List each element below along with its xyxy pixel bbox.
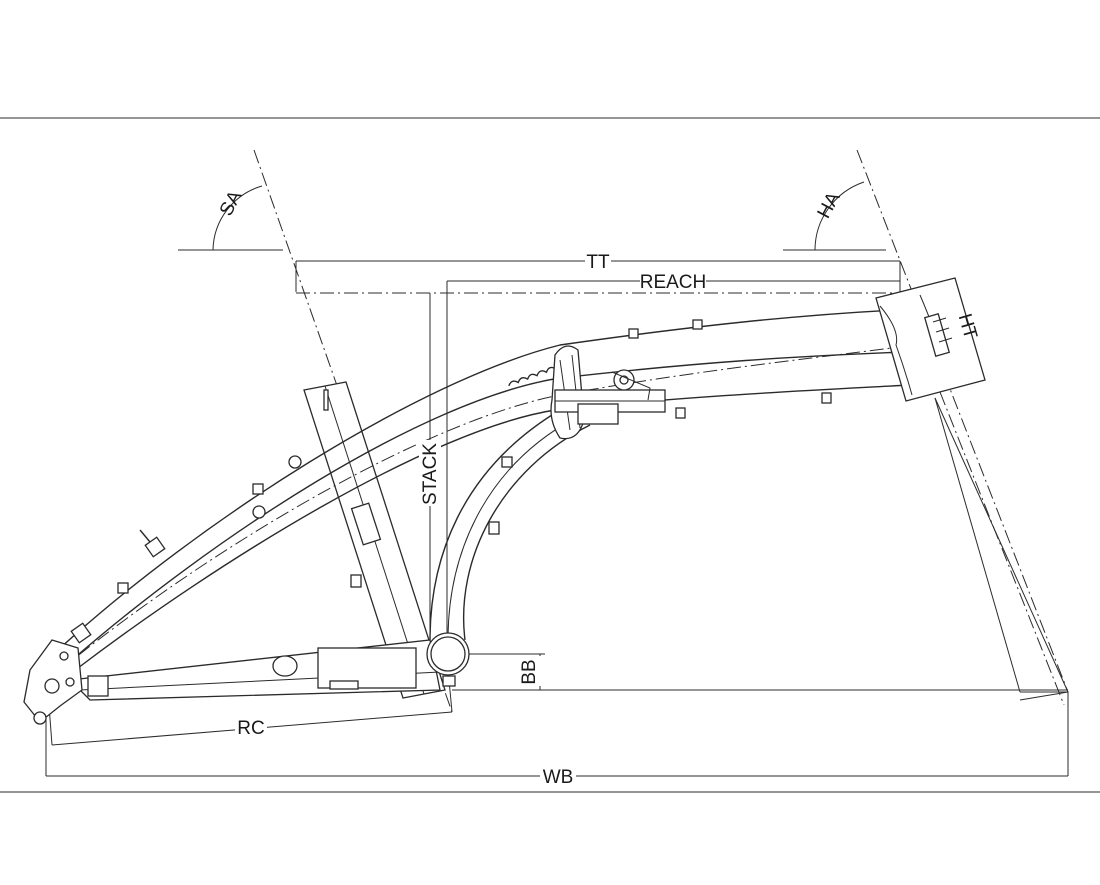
lower-tube-boss-2 <box>821 392 832 404</box>
rear-axle <box>44 678 60 694</box>
seat-tube-boss <box>350 574 362 588</box>
badge-line-3 <box>938 337 953 343</box>
lower-tube-boss-1 <box>675 407 686 419</box>
ha-label: HA <box>814 189 845 222</box>
chain-stay-tab <box>329 680 359 690</box>
reach-label: REACH <box>640 272 707 293</box>
frame <box>23 277 986 725</box>
badge-line-2 <box>935 327 950 333</box>
sa-label: SA <box>216 187 247 220</box>
stack-label-bg <box>419 440 441 506</box>
seat-stay-cap <box>70 622 92 644</box>
hinge-clamp-block <box>577 403 619 425</box>
dropout-hole-1 <box>59 651 69 661</box>
top-tube-lower-outer <box>77 384 911 669</box>
derailleur-hanger-bolt <box>33 711 47 725</box>
top-tube-bolt-1 <box>252 505 266 519</box>
top-tube-boss-1 <box>117 582 129 594</box>
down-tube-right-edge <box>463 424 591 641</box>
rc-label: RC <box>237 718 264 739</box>
dropout-hole-2 <box>65 677 75 687</box>
down-tube-boss-2 <box>488 521 500 535</box>
top-tube-bolt-2 <box>288 455 302 469</box>
brake-post <box>144 536 166 558</box>
head-axis-line <box>856 149 1069 693</box>
tt-label: TT <box>586 252 610 273</box>
bb-label: BB <box>519 659 540 684</box>
fork-dropout-line <box>1019 691 1069 701</box>
rc-label-bg <box>235 716 267 738</box>
wb-label-bg <box>540 766 576 786</box>
fork-line-rear <box>934 397 1021 693</box>
stack-label: STACK <box>420 443 441 505</box>
tt-label-bg <box>585 251 611 271</box>
dimension-labels: TT REACH SA HA HT STACK BB RC WB <box>216 187 981 788</box>
badge-line-1 <box>932 317 947 323</box>
seat-tube-mark <box>323 389 329 411</box>
chain-stay-bridge <box>272 655 298 677</box>
top-tube-boss-3 <box>628 328 639 339</box>
top-tube-upper-edge <box>57 309 896 651</box>
fork-line-front <box>934 397 1069 693</box>
bottom-bracket-inner <box>430 636 466 672</box>
head-tube-badge <box>923 313 951 357</box>
top-tube-boss-2 <box>252 483 264 495</box>
hinge-lever <box>611 371 651 401</box>
top-tube-boss-4 <box>692 319 703 330</box>
sa-arc <box>212 185 263 251</box>
bb-label-bg <box>529 656 551 686</box>
dropout-junction <box>87 675 109 697</box>
bottom-bracket-cable-guide <box>442 675 456 687</box>
wb-label: WB <box>543 767 574 788</box>
top-tube-axis <box>59 344 916 671</box>
reach-label-bg <box>640 271 706 291</box>
top-tube-lower-edge <box>71 351 906 661</box>
fork-axis-line <box>939 391 1065 706</box>
head-tube-weld-front <box>879 305 913 396</box>
down-tube-left-edge <box>429 409 561 641</box>
seat-tube-slot <box>350 502 382 546</box>
down-tube-boss-1 <box>501 456 513 468</box>
ha-arc <box>814 181 865 251</box>
down-tube-axis <box>447 417 576 641</box>
